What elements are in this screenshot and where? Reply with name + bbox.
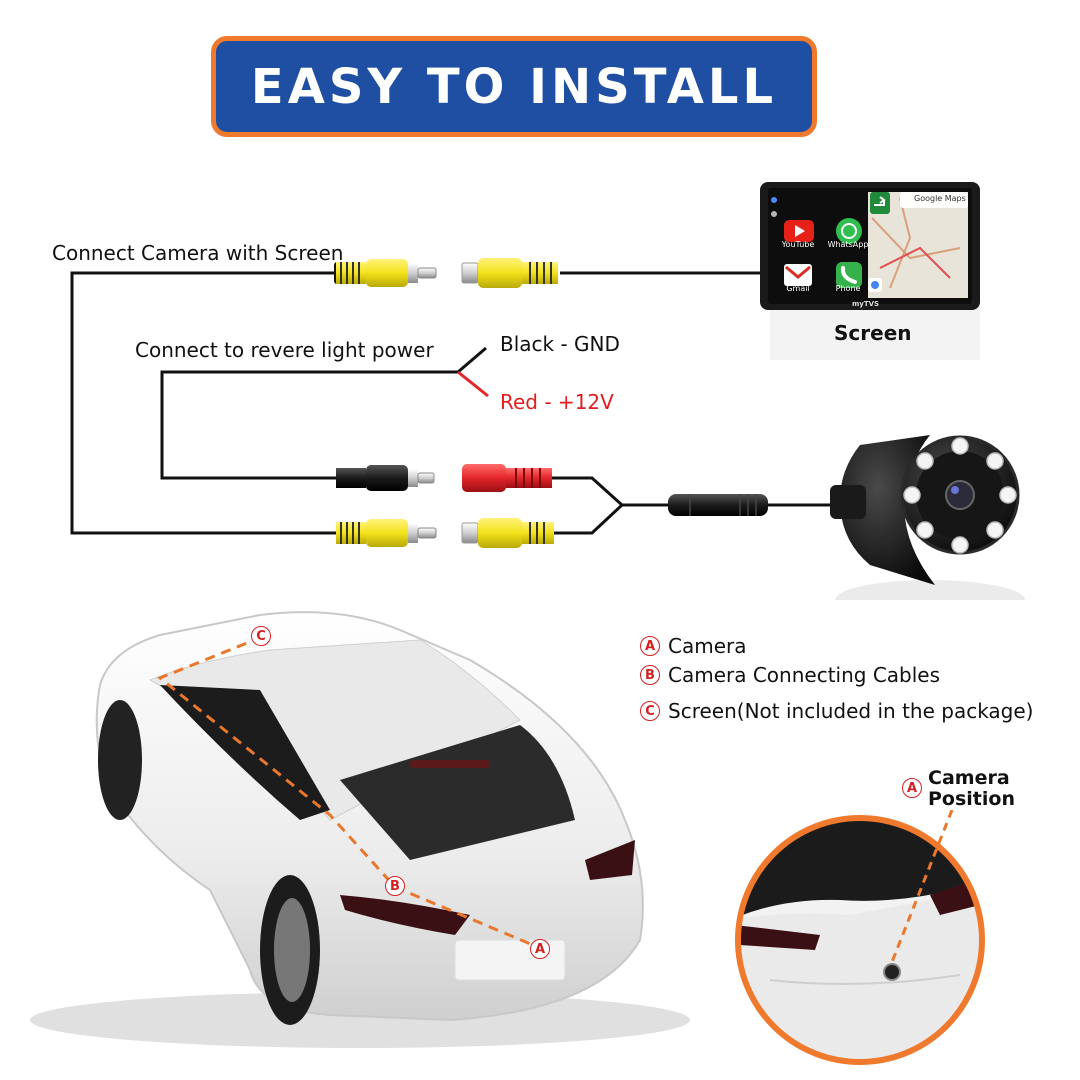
head-unit-screen (760, 182, 980, 360)
legend-item-camera: A Camera (640, 634, 747, 658)
marker-b: B (385, 876, 405, 896)
car-illustration (30, 611, 690, 1048)
banner-title: EASY TO INSTALL (250, 58, 778, 115)
rca-female-yellow-bottom (461, 518, 554, 548)
black-gnd-label: Black - GND (500, 332, 620, 356)
legend-item-cables: B Camera Connecting Cables (640, 663, 940, 687)
rca-female-red (462, 464, 552, 492)
rca-male-yellow-bottom (336, 519, 437, 547)
cable-connector (668, 494, 768, 516)
legend-badge-a: A (640, 636, 660, 656)
app-label-phone: Phone (835, 284, 861, 293)
camera-position-callout: A Camera Position (902, 768, 1015, 810)
rca-male-black (336, 465, 435, 491)
legend-badge-c: C (640, 701, 660, 721)
screen-brand: myTVS (852, 300, 880, 308)
rca-female-yellow-top (461, 258, 558, 288)
whatsapp-icon (836, 218, 862, 244)
camera-position-badge: A (902, 778, 922, 798)
legend-text-cables: Camera Connecting Cables (668, 663, 941, 687)
marker-a: A (530, 939, 550, 959)
camera-zoom-view (735, 810, 985, 1065)
camera-position-line1: Camera (928, 767, 1010, 789)
red-power-wire (457, 370, 489, 398)
backup-camera (830, 435, 1025, 600)
wires (70, 271, 830, 535)
legend-text-camera: Camera (668, 634, 747, 658)
map-app-label: Google Maps (914, 194, 966, 203)
screen-label: Screen (834, 321, 912, 345)
video-connection-label: Connect Camera with Screen (52, 241, 344, 265)
power-connection-label: Connect to revere light power (135, 338, 434, 362)
legend-item-screen: C Screen(Not included in the package) (640, 699, 1033, 723)
app-label-youtube: YouTube (781, 240, 815, 249)
video-wire-loop (70, 271, 336, 535)
red-12v-label: Red - +12V (500, 390, 614, 414)
app-label-gmail: Gmail (786, 284, 810, 293)
legend-badge-b: B (640, 665, 660, 685)
cable-route (157, 635, 541, 950)
marker-c: C (251, 626, 271, 646)
splitter-wire (552, 476, 625, 535)
app-label-whatsapp: WhatsApp (827, 240, 869, 249)
power-wire-loop (160, 370, 458, 480)
black-gnd-wire (457, 346, 487, 374)
camera-position-line2: Position (928, 788, 1015, 810)
google-maps-pill (900, 192, 968, 208)
legend-text-screen: Screen(Not included in the package) (668, 699, 1034, 723)
title-banner: EASY TO INSTALL (211, 36, 817, 137)
rca-male-yellow-top (334, 259, 437, 287)
wiring-diagram (70, 258, 1025, 600)
